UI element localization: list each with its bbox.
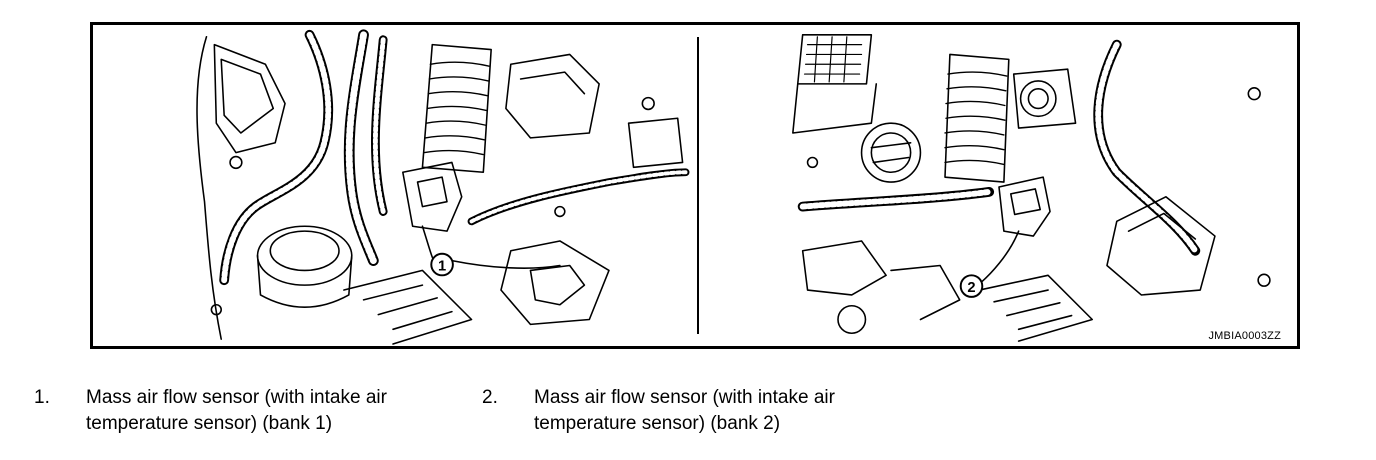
engine-bay-illustration-right: 2	[699, 25, 1297, 346]
callout-circle-1	[430, 252, 454, 277]
callout-circle-2	[959, 274, 984, 298]
legend-text: Mass air flow sensor (with intake air te…	[86, 387, 387, 434]
callout-label-2: 2	[967, 280, 975, 296]
panel-divider	[697, 37, 699, 334]
engine-bay-drawing-left: 1	[196, 29, 690, 345]
engine-bay-drawing-right: 2	[792, 34, 1271, 342]
legend: 1. Mass air flow sensor (with intake air…	[0, 385, 1376, 455]
engine-bay-illustration-left: 1	[93, 25, 693, 346]
figure-frame: 1	[90, 22, 1300, 349]
figure-code: JMBIA0003ZZ	[1208, 330, 1281, 342]
legend-item-1: 1. Mass air flow sensor (with intake air…	[34, 385, 476, 437]
legend-number: 1.	[34, 387, 50, 408]
legend-item-2: 2. Mass air flow sensor (with intake air…	[482, 385, 924, 437]
legend-text: Mass air flow sensor (with intake air te…	[534, 387, 835, 434]
callout-label-1: 1	[438, 258, 446, 274]
legend-number: 2.	[482, 387, 498, 408]
